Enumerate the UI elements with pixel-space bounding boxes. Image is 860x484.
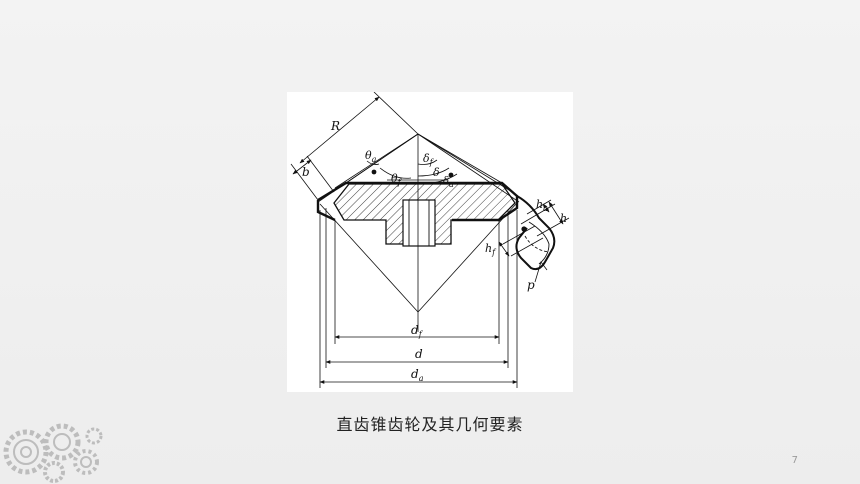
tooth-detail-profile [515,195,556,271]
diagram-svg: df d da R b θa [290,92,570,388]
delta-a-label: δa [443,176,454,189]
hf-label: hf [485,242,497,257]
d-label: d [415,347,423,361]
b-label: b [302,165,310,179]
page-number: 7 [791,455,798,466]
bevel-gear-diagram: df d da R b θa [287,92,573,392]
df-label: df [411,323,424,339]
ha-label: ha [536,198,548,213]
ha-dimension-line [542,203,550,213]
h-label: h [560,212,567,225]
da-label: da [411,367,424,383]
gear-bore [402,199,436,247]
theta-f-label: θf [391,172,403,187]
gear-cluster-icon [3,423,103,483]
hf-dimension-line [498,241,510,257]
tooth-pitch-point [521,226,527,232]
R-label: R [330,119,340,133]
b-dimension-line [292,159,312,175]
pitch-point-right [448,172,454,178]
cone-lines [317,133,520,332]
h-dimension-line [548,201,564,225]
delta-f-label: δf [423,152,435,167]
figure-caption: 直齿锥齿轮及其几何要素 [336,415,524,434]
R-dimension-line [299,96,380,164]
theta-a-label: θa [365,149,377,164]
delta-label: δ [433,166,440,179]
pitch-point-left [371,169,377,175]
p-label: p [527,278,535,292]
